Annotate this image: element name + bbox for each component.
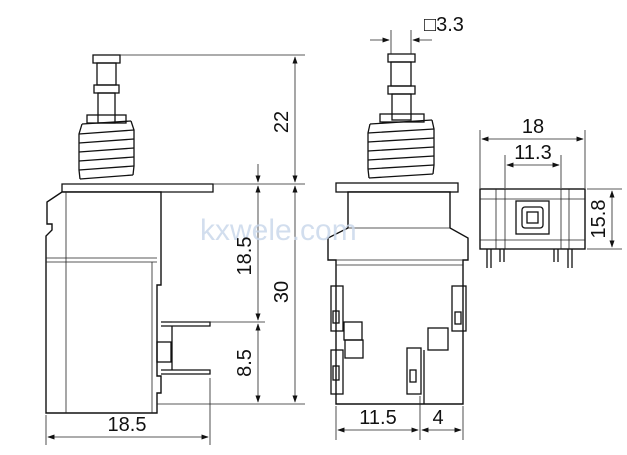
plunger-collar [93,84,120,94]
dim-top-depth: 15.8 [588,200,610,239]
mounting-plate-front [335,182,459,193]
dim-front-width: 11.5 [359,407,396,429]
dim-shaft-square: □3.3 [424,14,464,36]
dimension-lines [45,30,622,445]
side-view [45,54,214,414]
top-view [479,188,586,268]
dim-side-width: 18.5 [108,414,147,436]
pins-top [486,249,573,268]
mounting-plate-side [61,183,214,193]
dim-top-inner: 11.3 [514,142,551,164]
plunger-shaft [97,92,116,124]
dim-pin-height: 8.5 [234,349,256,377]
plunger-shaft-top [96,62,117,86]
spring-side [78,114,135,180]
dim-top-width: 18 [522,116,544,138]
dim-body-upper: 18.5 [234,237,256,276]
spring-front [367,113,435,179]
switch-body-side [45,191,162,414]
dim-body-total: 30 [271,281,293,303]
front-view [327,53,469,405]
plunger-cap [92,54,121,64]
watermark: kxwele.com [200,214,357,247]
dim-front-offset: 4 [432,407,443,429]
dim-plunger-travel: 22 [271,111,293,133]
pins-side [156,321,211,375]
top-plunger-square [515,200,550,235]
contacts-front [330,285,467,404]
